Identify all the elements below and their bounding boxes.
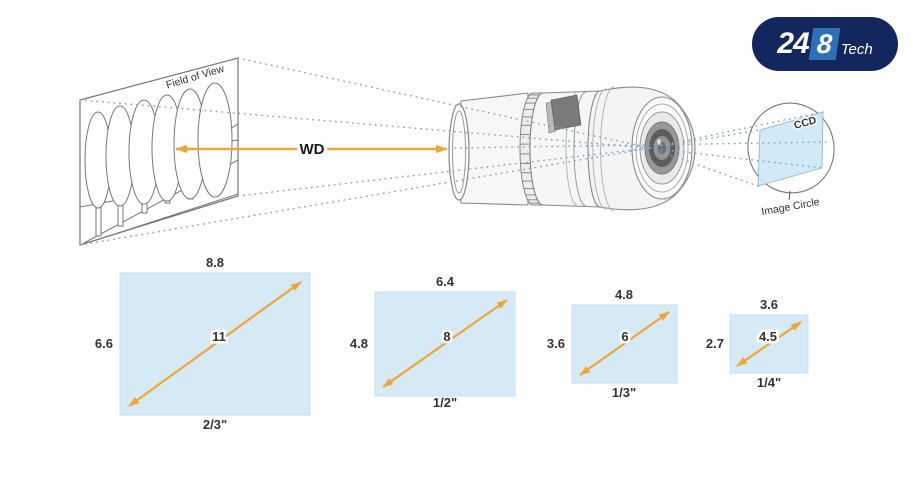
ray-ccd-bottom-left [649, 147, 759, 187]
lens-rear-mount [631, 96, 693, 200]
brand-logo: 24 8 Tech [752, 17, 898, 71]
sensor-format-label: 1/3" [612, 385, 636, 400]
tree-row [84, 82, 233, 237]
sensor-diagonal-label: 6 [621, 329, 628, 344]
sensor-format-label: 1/2" [433, 395, 457, 410]
diagonal-arrow [579, 311, 670, 376]
sensor-format-label: 1/4" [757, 375, 781, 390]
ray-optical-axis [454, 141, 831, 149]
lens-front-element [452, 110, 466, 194]
field-of-view-panel: Field of View [79, 57, 239, 246]
sensor-width-label: 4.8 [615, 287, 633, 302]
image-circle-tick [788, 190, 791, 201]
light-rays [79, 57, 831, 246]
logo-text-8: 8 [815, 28, 833, 59]
glass-highlight [657, 139, 661, 145]
sensor-diagonal-label: 11 [212, 329, 226, 344]
sensor-format-1-3: 4.8 3.6 6 1/3" [547, 287, 678, 400]
sensor-format-1-2: 6.4 4.8 8 1/2" [350, 274, 516, 410]
ccd-group [747, 102, 835, 201]
ray-fov-bottom-left [79, 147, 651, 246]
sensor-height-label: 2.7 [706, 336, 724, 351]
sensor-format-label: 2/3" [203, 417, 227, 432]
ray-ccd-top-right [649, 111, 824, 149]
tree-canopy [197, 82, 233, 198]
sensor-height-label: 3.6 [547, 336, 565, 351]
road-edge-bottom [83, 193, 238, 245]
sensor-format-1-4: 3.6 2.7 4.5 1/4" [706, 297, 809, 390]
diagonal-arrow [736, 321, 802, 367]
lens-contour-line [573, 91, 587, 207]
sensor-diagonal-label: 4.5 [759, 329, 777, 344]
working-distance: WD [175, 138, 448, 162]
logo-text-24: 24 [777, 27, 809, 60]
diagonal-arrow [128, 281, 302, 407]
sensor-format-2-3: 8.8 6.6 11 2/3" [95, 255, 311, 432]
sensor-width-label: 6.4 [436, 274, 455, 289]
ray-ccd-bottom-right [649, 147, 823, 169]
lens-distance-window [550, 94, 582, 131]
sensor-height-label: 6.6 [95, 336, 113, 351]
lens-contour-line [592, 88, 607, 210]
diagonal-arrow [382, 299, 508, 388]
wd-label: WD [300, 141, 325, 158]
scene-artwork [80, 82, 238, 245]
camera-lens [448, 86, 696, 212]
ray-fov-top-right [237, 57, 651, 149]
logo-8-box: 8 [808, 28, 840, 60]
ray-fov-bottom-right [237, 147, 651, 197]
logo-text-tech: Tech [840, 40, 873, 58]
sensor-diagonal-label: 8 [443, 329, 450, 344]
ray-fov-top-left [79, 99, 651, 149]
image-circle-label: Image Circle [760, 196, 820, 218]
sensor-width-label: 3.6 [760, 297, 778, 312]
sensor-height-label: 4.8 [350, 336, 368, 351]
ccd-sensor [757, 111, 824, 187]
lens-contour-line [600, 86, 615, 212]
knurl-ridges [520, 94, 540, 204]
sensor-width-label: 8.8 [206, 255, 224, 270]
